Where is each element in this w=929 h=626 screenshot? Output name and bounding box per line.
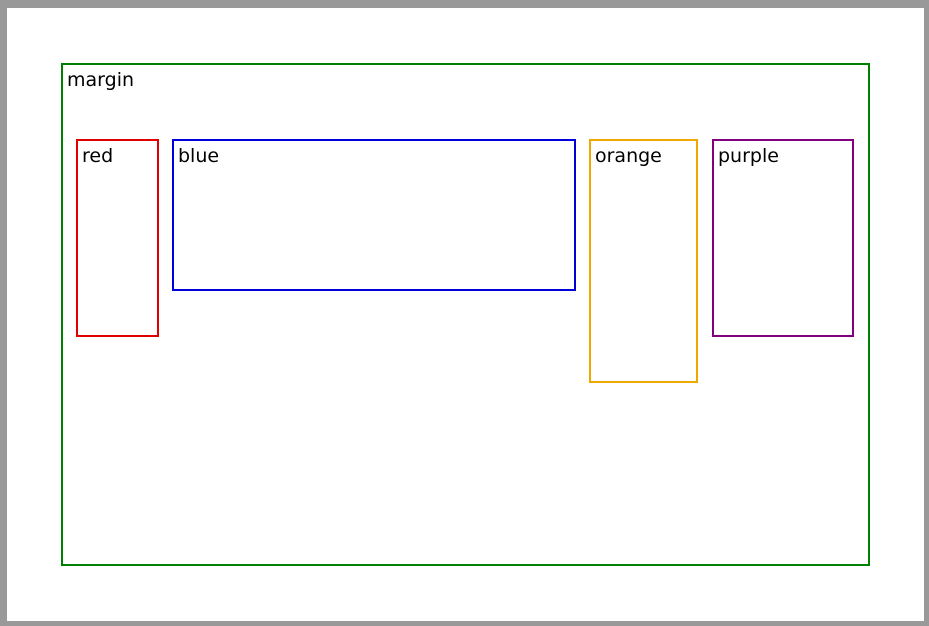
- purple-label: purple: [718, 145, 779, 167]
- purple-box: purple: [712, 139, 854, 337]
- blue-box: blue: [172, 139, 576, 291]
- blue-label: blue: [178, 145, 220, 167]
- red-label: red: [82, 145, 114, 167]
- margin-label: margin: [67, 69, 135, 91]
- orange-box: orange: [589, 139, 698, 383]
- margin-box: margin: [61, 63, 870, 566]
- orange-label: orange: [595, 145, 662, 167]
- red-box: red: [76, 139, 159, 337]
